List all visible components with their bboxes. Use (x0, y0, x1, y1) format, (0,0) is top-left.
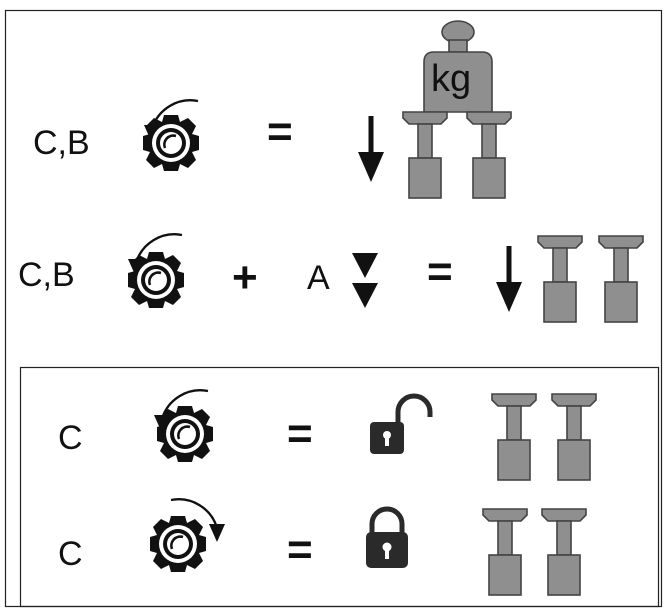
panel-row1-equals: = (287, 409, 313, 458)
weight-icon (423, 20, 493, 113)
panel-row1-label: C (58, 419, 83, 457)
row2-equals: = (427, 247, 453, 296)
row1-post-left-icon (402, 111, 448, 199)
panel-row1-post-left-icon (491, 393, 537, 481)
unlocked-padlock-icon (370, 393, 433, 454)
row1-post-right-icon (466, 111, 512, 199)
row1-equals: = (267, 107, 293, 156)
row2-post-right-icon (598, 235, 644, 323)
lock-panel-border (19, 366, 660, 608)
row1-knob-icon (141, 113, 201, 173)
row2-down-arrow-icon (496, 246, 522, 312)
row1-label: C,B (33, 124, 90, 162)
panel-row2-equals: = (287, 525, 313, 574)
row1-down-arrow-icon (358, 116, 384, 182)
panel-row2-label: C (58, 535, 83, 573)
panel-row1-knob-icon (155, 404, 215, 464)
row2-label-a: A (307, 259, 330, 297)
weight-unit-label: kg (431, 58, 472, 100)
row2-post-left-icon (537, 235, 583, 323)
panel-row2-knob-icon (148, 514, 208, 574)
panel-row2-post-right-icon (541, 508, 587, 596)
row2-knob-icon (126, 250, 186, 310)
locked-padlock-icon (366, 506, 408, 568)
row2-double-down-icon (352, 253, 378, 308)
row2-label: C,B (18, 256, 75, 294)
panel-row2-post-left-icon (482, 508, 528, 596)
row2-plus: + (232, 253, 258, 302)
panel-row1-post-right-icon (551, 393, 597, 481)
